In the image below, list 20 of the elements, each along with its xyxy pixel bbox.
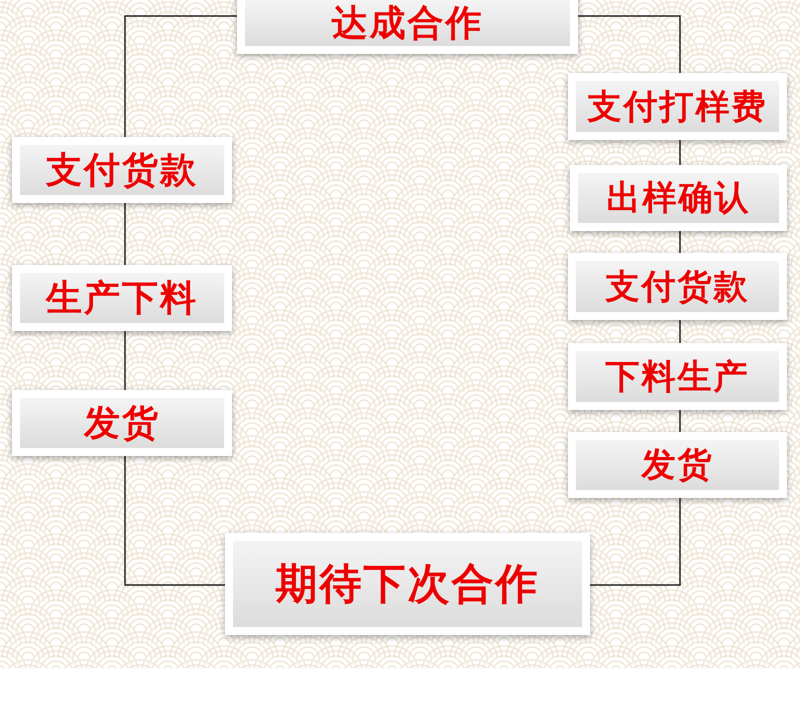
connector-line (578, 15, 681, 73)
connector-line (679, 410, 681, 432)
connector-line (679, 140, 681, 165)
connector-line (124, 456, 225, 586)
connector-line (679, 231, 681, 253)
step-box: 发货 (568, 432, 787, 498)
connector-line (124, 331, 126, 390)
connector-line (124, 203, 126, 265)
connector-line (679, 320, 681, 343)
step-box: 生产下料 (12, 265, 232, 331)
step-box: 支付打样费 (568, 73, 787, 140)
connector-line (124, 15, 237, 137)
step-box: 下料生产 (568, 343, 787, 410)
step-box: 发货 (12, 390, 232, 456)
connector-line (590, 498, 681, 586)
step-box: 支付货款 (12, 137, 232, 203)
step-box: 达成合作 (237, 0, 578, 54)
step-box: 期待下次合作 (225, 533, 590, 635)
step-box: 支付货款 (568, 253, 787, 320)
step-box: 出样确认 (570, 165, 787, 231)
